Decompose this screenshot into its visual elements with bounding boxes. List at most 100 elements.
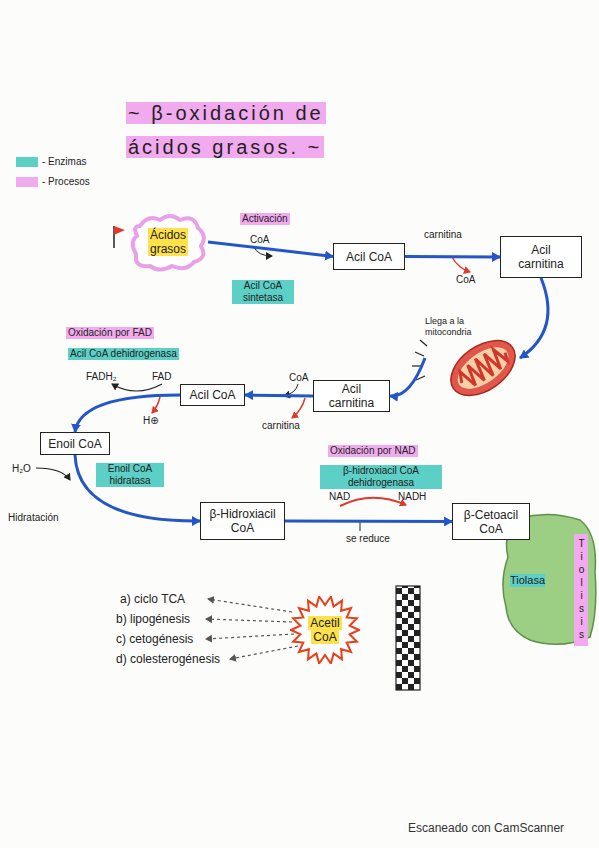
text-wrap: β-Cetoacil CoA <box>459 508 523 536</box>
process-box: Acil CoA <box>333 243 405 270</box>
label-text: carnitina <box>262 420 300 431</box>
note-label: d) colesterogénesis <box>116 652 220 666</box>
proton-arrow <box>152 397 160 413</box>
note-label: Escaneado con CamScanner <box>408 822 564 834</box>
label-text: Enoil CoA hidratasa <box>106 463 154 486</box>
label-text: Oxidación por FAD <box>66 327 154 338</box>
legend-text: - Procesos <box>42 172 90 192</box>
note-label: carnitina <box>262 420 300 432</box>
note-label: H⊕ <box>143 415 159 427</box>
flow-arrow <box>245 395 313 396</box>
cloud-path <box>133 216 204 270</box>
text-wrap: Acetil CoA <box>303 616 347 644</box>
flow-arrow <box>520 278 548 358</box>
process-box: Acil carnitina <box>313 380 390 412</box>
fate-arrows <box>206 599 298 659</box>
mito-cristae <box>455 343 512 393</box>
burst-node: Acetil CoA <box>290 596 360 664</box>
note-label: CoA <box>250 234 269 246</box>
label-text: b) lipogénesis <box>116 612 190 626</box>
burst-path <box>291 597 359 664</box>
note-label: Acil CoA sintetasa <box>232 280 294 304</box>
note-label: Activación <box>240 213 290 225</box>
mito-outer <box>441 329 520 400</box>
flow-arrow <box>75 395 180 432</box>
water-arrow <box>36 468 70 480</box>
process-box: Enoil CoA <box>40 432 110 455</box>
label-text: Acil CoA dehidrogenasa <box>68 348 179 359</box>
title-text: ~ β-oxidación de ácidos grasos. ~ <box>126 102 326 158</box>
note-label: Enoil CoA hidratasa <box>96 463 164 487</box>
label-text: Acil CoA sintetasa <box>241 280 285 303</box>
label-text: NADH <box>398 491 426 502</box>
legend-text: - Enzimas <box>42 152 86 172</box>
flow-arrow <box>405 255 500 259</box>
node-text: Tiolasa <box>510 574 545 587</box>
text-wrap: Acil CoA <box>189 388 235 402</box>
legend-row: - Enzimas <box>16 152 90 172</box>
label-text: CoA <box>456 274 475 285</box>
node-text: Tiolisis <box>574 534 588 646</box>
leader-line <box>360 521 361 531</box>
node-text: Acil CoA <box>189 388 235 402</box>
text-wrap: Acil carnitina <box>511 243 571 271</box>
note-label: CoA <box>289 372 308 384</box>
fad-arrow <box>112 384 162 391</box>
flow-arrow <box>75 455 200 521</box>
label-text: Hidratación <box>8 512 59 523</box>
note-label: Acil CoA dehidrogenasa <box>68 348 179 360</box>
process-box: β-Cetoacil CoA <box>452 503 530 540</box>
legend: - Enzimas- Procesos <box>16 152 90 192</box>
membrane-strip <box>396 586 420 690</box>
node-text: Acetil CoA <box>308 616 341 644</box>
note-label: Hidratación <box>8 512 59 524</box>
note-label: Oxidación por FAD <box>66 327 154 339</box>
flow-arrow <box>208 242 333 257</box>
carnitine-out-arrow <box>292 398 305 418</box>
note-label: Oxidación por NAD <box>328 445 418 457</box>
note-label: FADH₂ <box>86 371 117 383</box>
text-wrap: Acil carnitina <box>322 382 382 410</box>
note-label: c) cetogénesis <box>116 632 193 646</box>
text-wrap: Acil CoA <box>346 250 392 264</box>
label-text: d) colesterogénesis <box>116 652 220 666</box>
label-text: Escaneado con CamScanner <box>408 821 564 835</box>
process-box: Acil carnitina <box>500 236 582 278</box>
label-text: a) ciclo TCA <box>120 592 185 606</box>
mito-node: Llega a la mitocondria <box>425 316 520 400</box>
flow-arrow <box>390 358 425 396</box>
legend-swatch <box>16 177 38 187</box>
label-text: FADH₂ <box>86 371 117 382</box>
node-text: β-Cetoacil CoA <box>464 508 518 536</box>
note-label: a) ciclo TCA <box>120 592 185 606</box>
label-text: Oxidación por NAD <box>328 445 418 456</box>
label-text: CoA <box>250 234 269 245</box>
label-text: se reduce <box>346 533 390 544</box>
node-text: β-Hidroxiacil CoA <box>209 507 275 535</box>
mito-inner <box>451 339 516 397</box>
label-text: CoA <box>289 372 308 383</box>
process-box: Acil CoA <box>180 384 245 406</box>
note-label: H₂O <box>12 463 31 475</box>
coa-in-arrow <box>284 384 298 396</box>
flag <box>114 226 125 248</box>
node-text: Llega a la mitocondria <box>425 316 471 338</box>
legend-row: - Procesos <box>16 172 90 192</box>
text-wrap: Ácidos grasos <box>140 228 196 256</box>
note-label: b) lipogénesis <box>116 612 190 626</box>
node-text: Ácidos grasos <box>148 228 188 256</box>
node-text: Acil CoA <box>346 250 392 264</box>
note-label: CoA <box>456 274 475 286</box>
node-text: Enoil CoA <box>48 437 101 451</box>
note-label: NADH <box>398 491 426 503</box>
node-text: Acil carnitina <box>329 382 374 410</box>
coa-in-arrow <box>254 247 272 256</box>
label-text: H₂O <box>12 463 31 474</box>
label-text: H⊕ <box>143 415 159 426</box>
label-text: FAD <box>152 371 171 382</box>
note-label: β-hidroxiacil CoA dehidrogenasa <box>320 465 442 489</box>
title: ~ β-oxidación de ácidos grasos. ~ <box>126 96 376 164</box>
process-box: β-Hidroxiacil CoA <box>200 502 285 540</box>
text-wrap: β-Hidroxiacil CoA <box>207 507 279 535</box>
